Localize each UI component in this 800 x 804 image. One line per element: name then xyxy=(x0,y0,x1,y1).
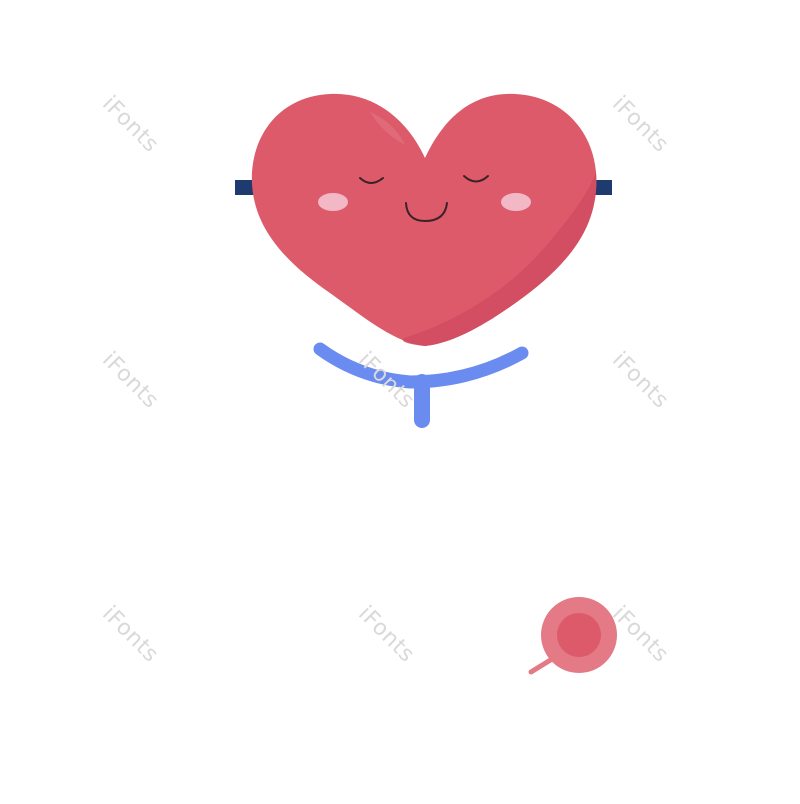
left-cheek xyxy=(318,193,348,211)
left-eye xyxy=(359,177,384,184)
smile xyxy=(405,202,448,223)
chestpiece-inner xyxy=(557,613,601,657)
right-eye xyxy=(463,175,489,183)
heart-body xyxy=(251,93,597,347)
right-cheek xyxy=(501,193,531,211)
stethoscope-tube-curve xyxy=(313,342,529,389)
heart-highlight xyxy=(370,112,405,145)
heart-shade xyxy=(402,172,597,346)
